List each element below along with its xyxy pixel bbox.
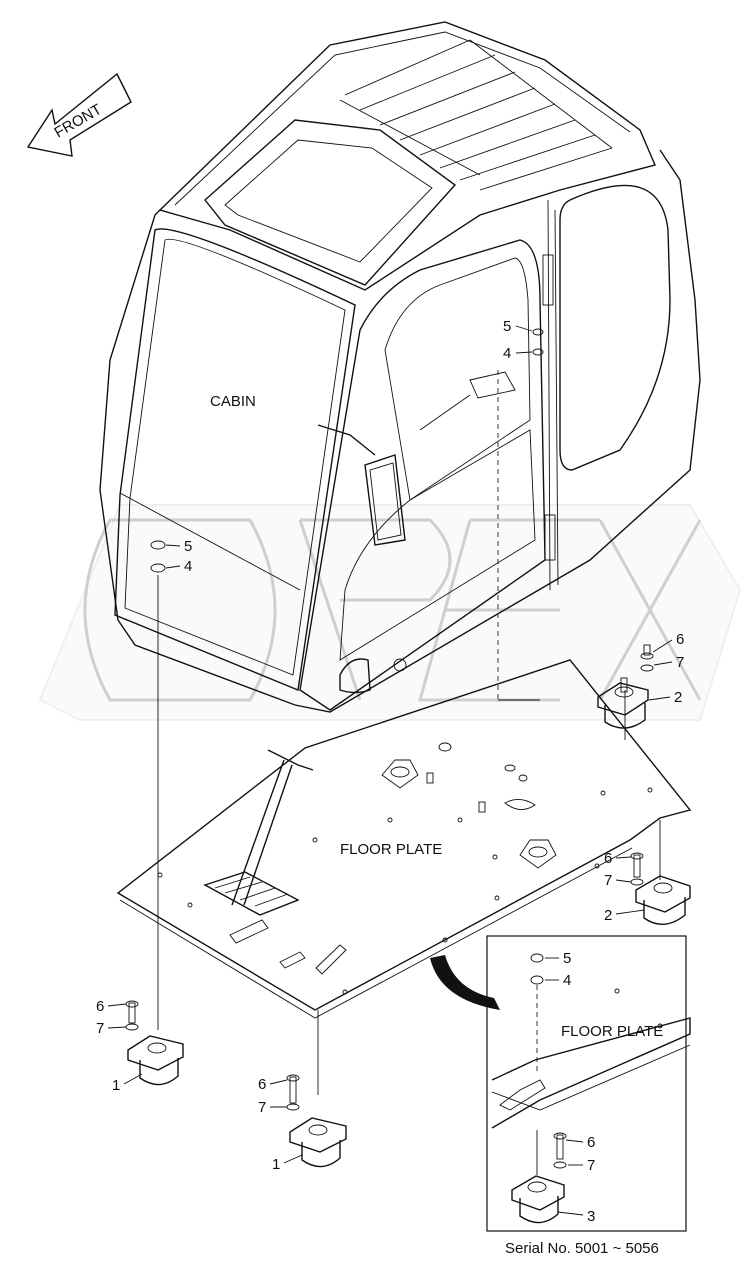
callout-1-bottom-center: 1 (272, 1156, 280, 1173)
callout-6-right-top: 6 (676, 631, 684, 648)
cabin-label: CABIN (210, 393, 256, 410)
callout-6-bottom-center: 6 (258, 1076, 266, 1093)
inset-panel (486, 935, 691, 1232)
callout-7-bottom-center: 7 (258, 1099, 266, 1116)
callouts: 5 4 5 4 6 7 2 6 7 2 6 7 1 6 7 1 5 4 (96, 318, 684, 1225)
watermark-logo (38, 504, 742, 721)
floor-plate (116, 659, 692, 1019)
mount-right-mid (630, 852, 691, 925)
front-arrow: FRONT (26, 72, 132, 157)
callout-5-inset: 5 (563, 950, 571, 967)
floor-plate-inset-label: FLOOR PLATE (561, 1023, 663, 1040)
serial-number-label: Serial No. 5001 ~ 5056 (505, 1240, 659, 1257)
callout-2-right-top: 2 (674, 689, 682, 706)
mount-left-bottom (125, 1000, 184, 1086)
plate-holes (157, 787, 653, 995)
callout-3-inset: 3 (587, 1208, 595, 1225)
callout-1-bottom-left: 1 (112, 1077, 120, 1094)
callout-7-right-top: 7 (676, 654, 684, 671)
callout-2-right-mid: 2 (604, 907, 612, 924)
cabin (99, 21, 701, 713)
mount-right-top (597, 644, 654, 729)
callout-4-upper: 4 (503, 345, 511, 362)
floor-plate-label: FLOOR PLATE (340, 841, 442, 858)
mount-center-bottom (286, 1074, 347, 1168)
callout-4-inset: 4 (563, 972, 571, 989)
callout-5-upper: 5 (503, 318, 511, 335)
inset-arrow (430, 955, 500, 1010)
callout-6-bottom-left: 6 (96, 998, 104, 1015)
callout-5-left: 5 (184, 538, 192, 555)
callout-7-inset: 7 (587, 1157, 595, 1174)
alignment-lines (157, 370, 661, 1095)
callout-4-left: 4 (184, 558, 192, 575)
callout-6-right-mid: 6 (604, 850, 612, 867)
callout-6-inset: 6 (587, 1134, 595, 1151)
callout-7-bottom-left: 7 (96, 1020, 104, 1037)
callout-7-right-mid: 7 (604, 872, 612, 889)
